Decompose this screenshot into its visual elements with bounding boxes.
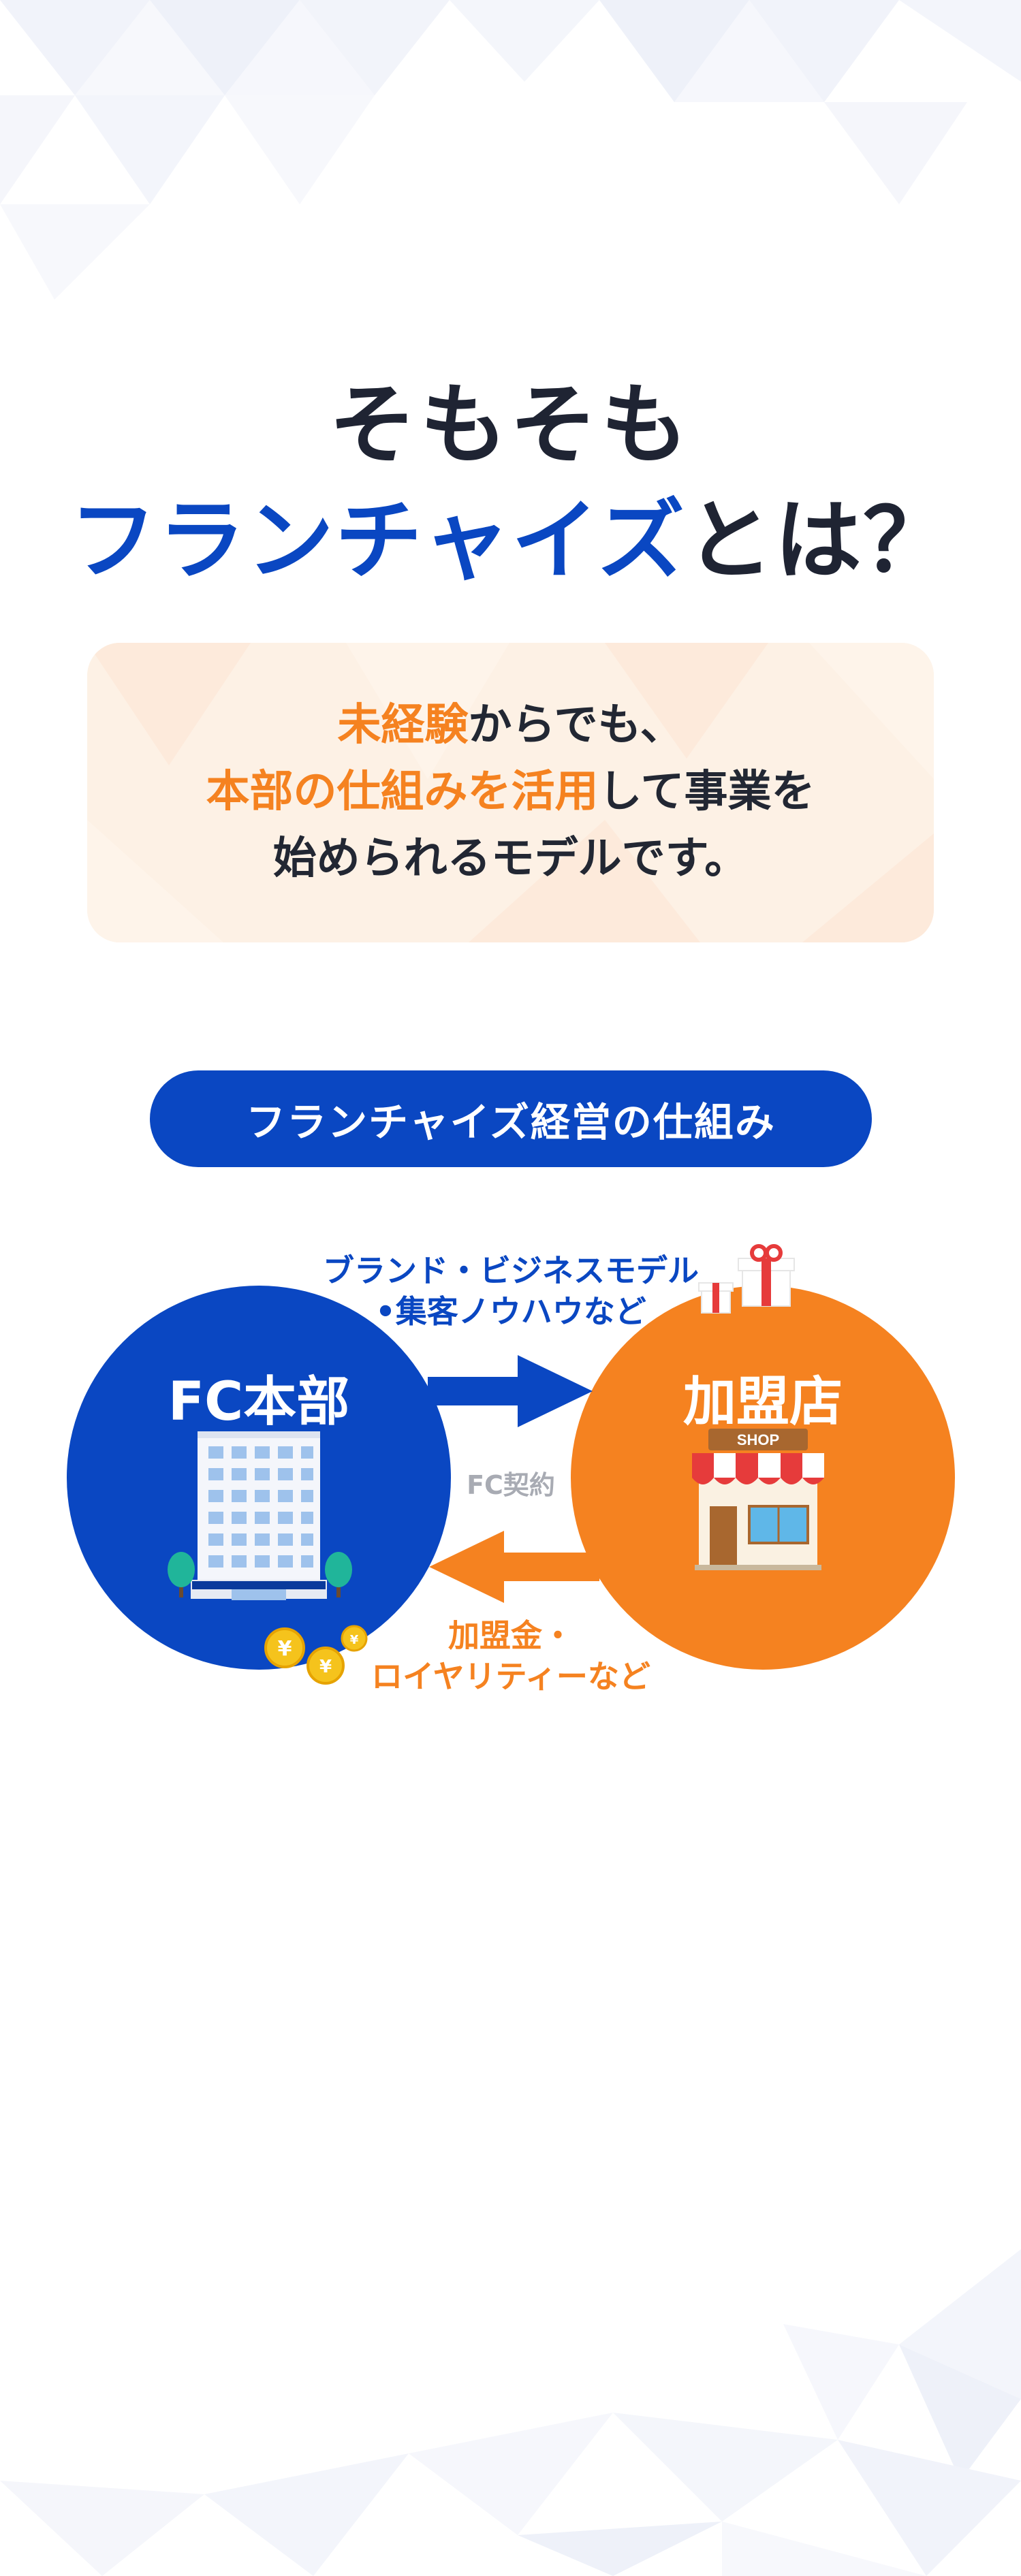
card-background-pattern [87,643,934,942]
yen-coin-icon: ¥ [307,1647,345,1685]
background-pattern-bottom [0,2249,1021,2576]
headline-line1: そもそも [328,375,693,476]
headline-line2: フランチャイズとは？ [0,483,1021,599]
intro-highlight-2: 本部の仕組みを活用 [206,767,599,817]
arrow-right-icon [428,1355,593,1427]
intro-card: 未経験からでも、 本部の仕組みを活用して事業を 始められるモデルです。 [87,643,934,942]
intro-line1: 未経験からでも、 [87,692,934,759]
page-headline: そもそも フランチャイズとは？ [0,368,1021,599]
intro-rest-2: して事業を [598,767,815,817]
headquarters-label: FC本部 [168,1371,350,1433]
yen-coin-icon: ¥ [341,1625,368,1652]
headline-rest: とは？ [685,490,952,592]
intro-rest-1: からでも、 [468,700,684,750]
gift-box-icon [738,1244,795,1307]
intro-text: 未経験からでも、 本部の仕組みを活用して事業を 始められるモデルです。 [87,643,934,892]
tree-icon [168,1552,195,1597]
svg-text:¥: ¥ [319,1657,332,1677]
svg-text:¥: ¥ [350,1633,359,1647]
franchise-diagram: SHOP ¥ ¥ [0,1226,1021,1702]
contract-label: FC契約 [467,1470,555,1500]
intro-line2: 本部の仕組みを活用して事業を [87,759,934,825]
diagram-graphics: SHOP ¥ ¥ [67,1244,955,1685]
office-building-icon [191,1431,327,1600]
intro-highlight-1: 未経験 [337,700,469,750]
gift-box-icon [698,1282,734,1314]
shop-icon: SHOP [692,1429,824,1570]
franchisee-label: 加盟店 [682,1371,843,1433]
yen-coin-icon: ¥ [264,1627,305,1668]
arrow-left-icon [429,1531,599,1603]
svg-text:¥: ¥ [278,1637,292,1661]
paid-to-headquarters-label: 加盟金・ ロイヤリティーなど [371,1617,650,1695]
background-pattern-top [0,0,1021,300]
shop-sign-text: SHOP [737,1431,779,1448]
section-label: フランチャイズ経営の仕組み [150,1070,872,1167]
headline-accent: フランチャイズ [69,490,686,592]
provided-to-franchisee-label: ブランド・ビジネスモデル •集客ノウハウなど [323,1252,699,1330]
intro-line3: 始められるモデルです。 [272,833,749,884]
tree-icon [325,1552,352,1597]
